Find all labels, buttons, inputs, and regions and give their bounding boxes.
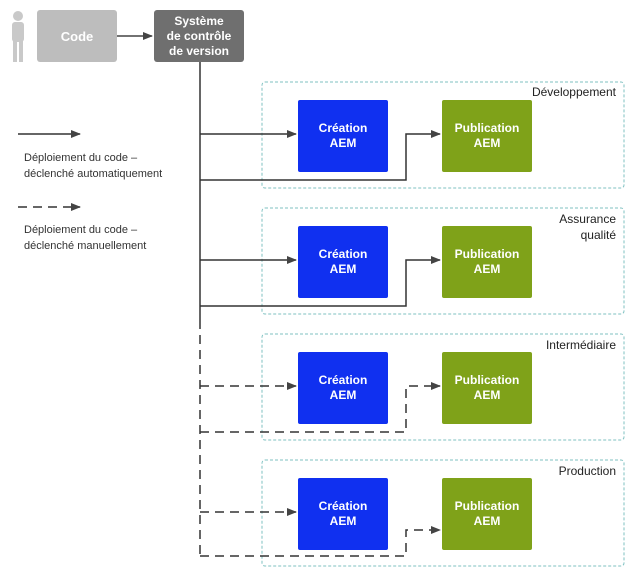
qa-publish-arrow	[200, 256, 441, 307]
author-box-dev: Création AEM	[298, 100, 388, 172]
env-label-dev: Développement	[531, 85, 616, 99]
publish-box-qa: Publication AEM	[442, 226, 532, 298]
publish-box-stage: Publication AEM	[442, 352, 532, 424]
env-frame-qa	[261, 207, 625, 315]
env-label-stage: Intermédiaire	[545, 338, 616, 352]
code-box: Code	[37, 10, 117, 62]
env-frame-stage	[261, 333, 625, 441]
version-control-box: Système de contrôle de version	[154, 10, 244, 62]
env-frame-dev	[261, 81, 625, 189]
dev-publish-arrow	[200, 130, 441, 181]
stage-publish-arrow	[200, 382, 441, 433]
prod-publish-arrow	[200, 526, 441, 557]
author-box-prod: Création AEM	[298, 478, 388, 550]
env-label-qa: Assurance qualité	[559, 212, 616, 242]
author-box-qa: Création AEM	[298, 226, 388, 298]
legend-manual-label: Déploiement du code – déclenché manuelle…	[24, 224, 147, 252]
person-icon	[12, 11, 24, 62]
publish-box-prod: Publication AEM	[442, 478, 532, 550]
legend-auto-label: Déploiement du code – déclenché automati…	[24, 152, 163, 180]
author-box-stage: Création AEM	[298, 352, 388, 424]
env-label-prod: Production	[558, 464, 616, 478]
env-frame-prod	[261, 459, 625, 567]
publish-box-dev: Publication AEM	[442, 100, 532, 172]
